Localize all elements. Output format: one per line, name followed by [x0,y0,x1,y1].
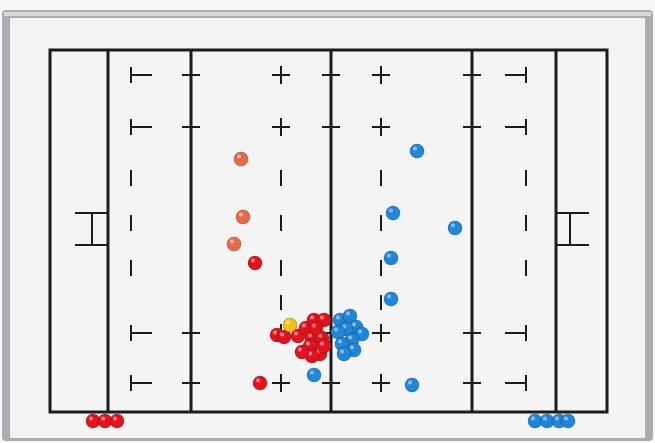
ball-magnet [283,318,297,332]
blue-team-magnet-shine [310,371,314,375]
blue-team-magnet-shine [338,340,342,344]
red-team-magnet-shine [320,316,324,320]
red-team-magnet [309,321,323,335]
blue-team-magnet [337,347,351,361]
red-team-magnet-shine [230,240,234,244]
ball-magnet-shine [286,321,290,325]
red-team-magnet-shine [237,155,241,159]
red-team-magnet-shine [251,259,255,263]
red-team-magnet [317,339,331,353]
blue-team-magnet [561,414,575,428]
blue-team-magnet-shine [340,350,344,354]
red-team-magnet [248,256,262,270]
blue-team-magnet [384,292,398,306]
blue-team-magnet-shine [336,316,340,320]
blue-team-magnet [448,221,462,235]
blue-team-magnet [410,144,424,158]
blue-team-magnet [386,206,400,220]
red-team-magnet [234,152,248,166]
blue-team-magnet [384,251,398,265]
red-team-magnet [295,345,309,359]
red-team-magnet-shine [294,332,298,336]
red-team-magnet-shine [89,417,93,421]
red-team-magnet [110,414,124,428]
blue-team-magnet-shine [543,417,547,421]
blue-team-magnet-shine [555,417,559,421]
blue-team-magnet [307,368,321,382]
red-team-magnet-shine [280,333,284,337]
blue-team-magnet-shine [389,209,393,213]
red-team-magnet-shine [302,324,306,328]
blue-team-magnet-shine [408,381,412,385]
blue-team-magnet-shine [348,336,352,340]
red-team-magnet-shine [298,348,302,352]
red-team-magnet-shine [101,417,105,421]
red-team-magnet-shine [308,334,312,338]
red-team-magnet-shine [256,379,260,383]
blue-team-magnet-shine [413,147,417,151]
blue-team-magnet [405,378,419,392]
board-surface [10,18,645,438]
red-team-magnet [253,376,267,390]
red-team-magnet-shine [239,213,243,217]
blue-team-magnet-shine [451,224,455,228]
board-frame-highlight [4,12,651,16]
red-team-magnet [236,210,250,224]
blue-team-magnet-shine [350,346,354,350]
red-team-magnet-shine [312,324,316,328]
blue-team-magnet-shine [358,330,362,334]
red-team-magnet [227,237,241,251]
red-team-magnet-shine [113,417,117,421]
blue-team-magnet-shine [387,295,391,299]
blue-team-magnet-shine [387,254,391,258]
red-team-magnet-shine [306,342,310,346]
blue-team-magnet-shine [564,417,568,421]
blue-team-magnet-shine [334,328,338,332]
blue-team-magnet-shine [346,312,350,316]
red-team-magnet-shine [273,331,277,335]
red-team-magnet-shine [320,342,324,346]
red-team-magnet-shine [310,316,314,320]
blue-team-magnet-shine [531,417,535,421]
